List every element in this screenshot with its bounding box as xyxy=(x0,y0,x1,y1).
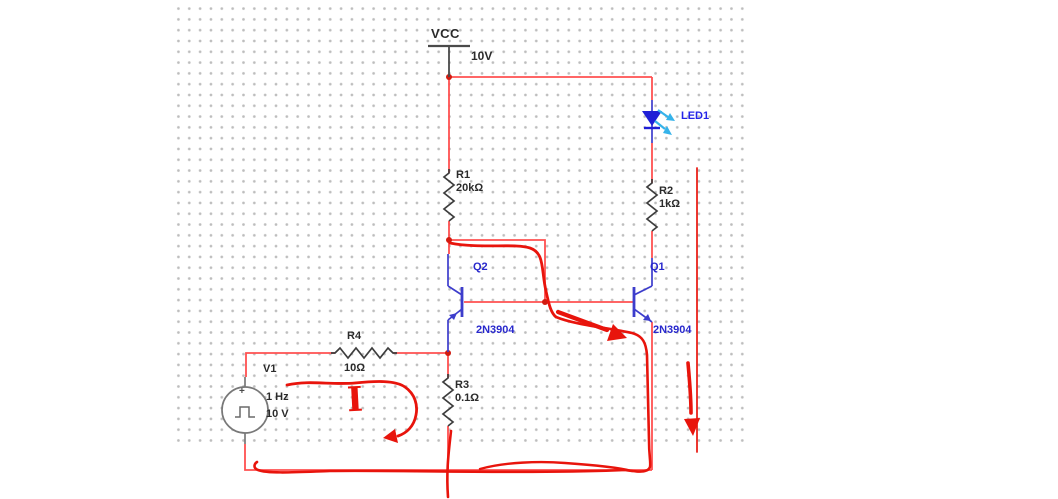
resistor-r1-symbol xyxy=(442,169,456,222)
annotation-bottom-arc xyxy=(478,460,634,473)
annotation-diagonal-arrow xyxy=(555,309,610,333)
r2-value-label: 1kΩ xyxy=(659,198,681,210)
q2-emitter-arrow-icon xyxy=(449,313,457,320)
resistor-r4-symbol xyxy=(331,346,397,360)
v1-ref-label: V1 xyxy=(263,363,277,375)
junction-dots xyxy=(445,74,548,356)
current-annotation-label: I xyxy=(345,379,364,421)
circuit-wires xyxy=(244,76,653,471)
q1-ref-label: Q1 xyxy=(650,261,665,273)
resistor-r2-symbol xyxy=(645,179,659,232)
vcc-net-label: VCC xyxy=(431,26,460,41)
led1-symbol xyxy=(642,100,675,143)
v1-amp-label: 10 V xyxy=(266,408,289,420)
hand-annotations xyxy=(253,167,700,499)
square-wave-icon xyxy=(235,406,255,418)
q1-part-label: 2N3904 xyxy=(653,324,692,336)
resistor-r3-symbol xyxy=(441,374,455,427)
r3-ref-label: R3 xyxy=(455,379,470,391)
r4-value-label: 10Ω xyxy=(344,362,366,374)
led1-ref-label: LED1 xyxy=(681,110,710,122)
transistor-q2-symbol xyxy=(447,254,464,352)
q2-ref-label: Q2 xyxy=(473,261,488,273)
q2-part-label: 2N3904 xyxy=(476,324,515,336)
junction-dot xyxy=(446,237,452,243)
q1-emitter-arrow-icon xyxy=(643,314,651,321)
led-emission-arrows-icon xyxy=(654,109,675,135)
led-diode-triangle-icon xyxy=(642,111,662,126)
junction-dot xyxy=(542,299,548,305)
annotation-down-arrowhead-icon xyxy=(684,418,700,436)
v1-polarity-label: + xyxy=(239,386,245,397)
v1-freq-label: 1 Hz xyxy=(266,391,289,403)
wire-bottom-rail xyxy=(244,444,652,471)
wire-v1-to-r4 xyxy=(245,352,335,377)
supply-voltage-label: 10V xyxy=(471,49,493,63)
vcc-power-icon xyxy=(428,44,470,77)
r2-ref-label: R2 xyxy=(659,185,674,197)
annotation-current-arrowhead-icon xyxy=(383,429,398,443)
r3-value-label: 0.1Ω xyxy=(455,392,480,404)
annotation-current-loop-arrow xyxy=(285,380,418,438)
annotation-down-arrow xyxy=(686,361,693,415)
annotation-s-curve xyxy=(448,241,558,319)
annotation-loop xyxy=(253,315,652,474)
annotation-diagonal-arrowhead-icon xyxy=(607,324,627,341)
junction-dot xyxy=(445,350,451,356)
source-v1-symbol xyxy=(221,377,269,444)
transistor-q1-symbol xyxy=(632,258,653,323)
r1-ref-label: R1 xyxy=(456,169,471,181)
grid-background xyxy=(170,6,750,447)
r4-ref-label: R4 xyxy=(347,330,362,342)
r1-value-label: 20kΩ xyxy=(456,182,484,194)
annotation-ground-stroke xyxy=(446,429,453,499)
